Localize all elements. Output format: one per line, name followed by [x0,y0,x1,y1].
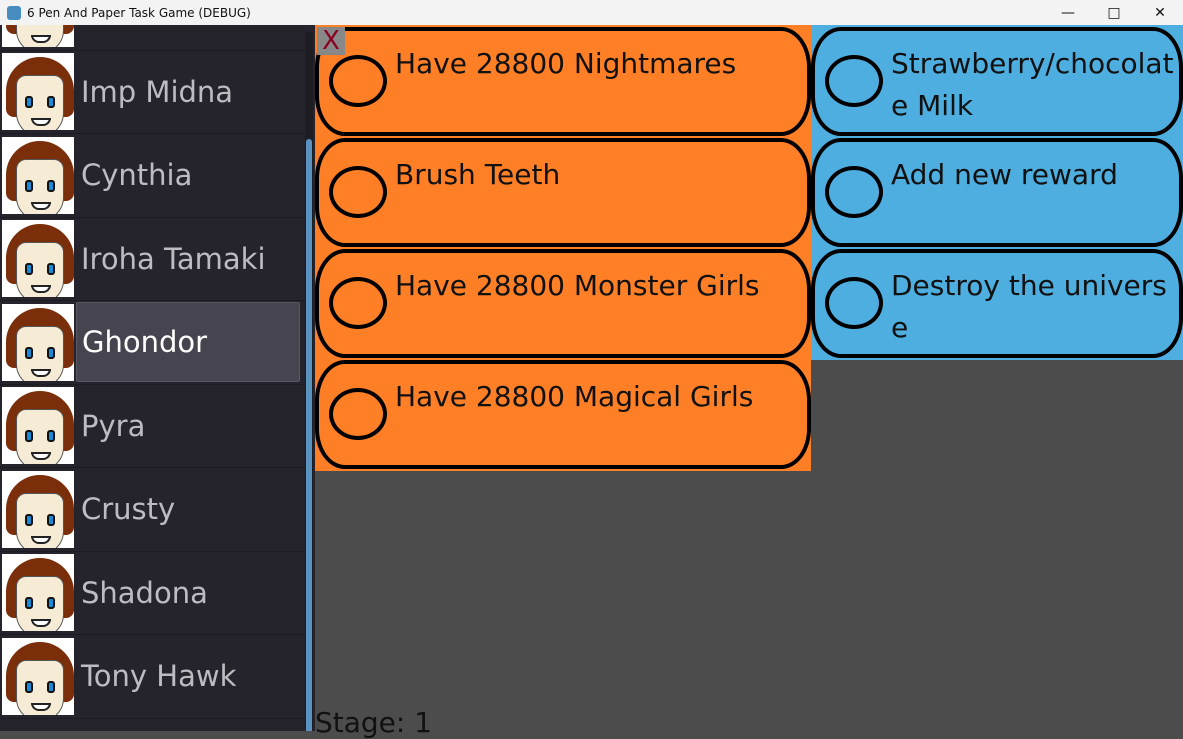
card-label: Have 28800 Monster Girls [395,269,760,302]
task-card[interactable]: Brush Teeth [315,138,811,247]
checkbox-circle-icon[interactable] [825,55,883,107]
player-item[interactable]: Ghondor [0,301,304,385]
player-item[interactable]: Cynthia [0,134,304,218]
player-item[interactable]: Musubi [0,25,304,51]
scrollbar[interactable] [305,31,313,731]
player-item[interactable]: Shadona [0,552,304,635]
player-name: Imp Midna [81,74,234,109]
avatar [0,385,76,467]
avatar [0,51,76,133]
minimize-button[interactable]: — [1061,4,1075,21]
close-window-button[interactable]: ✕ [1154,4,1166,21]
player-item[interactable]: Iroha Tamaki [0,218,304,301]
task-card[interactable]: Have 28800 Magical Girls [315,360,811,469]
player-name: Musubi [76,25,304,50]
checkbox-circle-icon[interactable] [329,166,387,218]
card-label: Have 28800 Magical Girls [395,380,754,413]
checkbox-circle-icon[interactable] [329,388,387,440]
player-name: Iroha Tamaki [81,241,266,276]
maximize-button[interactable]: □ [1107,4,1121,21]
scrollbar-thumb[interactable] [306,139,312,731]
stage-label: Stage: 1 [315,706,433,739]
avatar [0,218,76,300]
card-label: Add new reward [891,158,1118,191]
card-label: Strawberry/chocolate Milk [891,47,1174,122]
checkbox-circle-icon[interactable] [825,277,883,329]
player-name: Tony Hawk [81,659,237,694]
avatar [0,468,76,550]
card-label: Brush Teeth [395,158,561,191]
reward-card[interactable]: Strawberry/chocolate Milk [811,27,1183,136]
avatar [0,25,76,49]
checkbox-circle-icon[interactable] [329,55,387,107]
avatar [0,134,76,216]
card-label: Destroy the universe [891,269,1167,344]
reward-card[interactable]: Destroy the universe [811,249,1183,358]
player-item[interactable]: Pyra [0,385,304,468]
player-name: Crusty [81,492,176,527]
checkbox-circle-icon[interactable] [825,166,883,218]
avatar [0,301,76,383]
checkbox-circle-icon[interactable] [329,277,387,329]
card-label: Have 28800 Nightmares [395,47,737,80]
avatar [0,635,76,717]
player-name: Ghondor [76,302,300,383]
window-title: 6 Pen And Paper Task Game (DEBUG) [27,5,251,20]
reward-card[interactable]: Add new reward [811,138,1183,247]
player-name: Cynthia [81,158,193,193]
player-name: Pyra [81,408,146,443]
title-bar: 6 Pen And Paper Task Game (DEBUG) — □ ✕ [0,0,1183,25]
avatar [0,552,76,634]
app-icon [7,5,21,20]
task-card[interactable]: Have 28800 Monster Girls [315,249,811,358]
task-card[interactable]: Have 28800 Nightmares [315,27,811,136]
player-item[interactable]: Tony Hawk [0,635,304,719]
player-item[interactable]: Crusty [0,468,304,552]
player-item[interactable]: Imp Midna [0,51,304,134]
close-button[interactable]: X [317,27,345,55]
player-name: Shadona [81,575,208,610]
